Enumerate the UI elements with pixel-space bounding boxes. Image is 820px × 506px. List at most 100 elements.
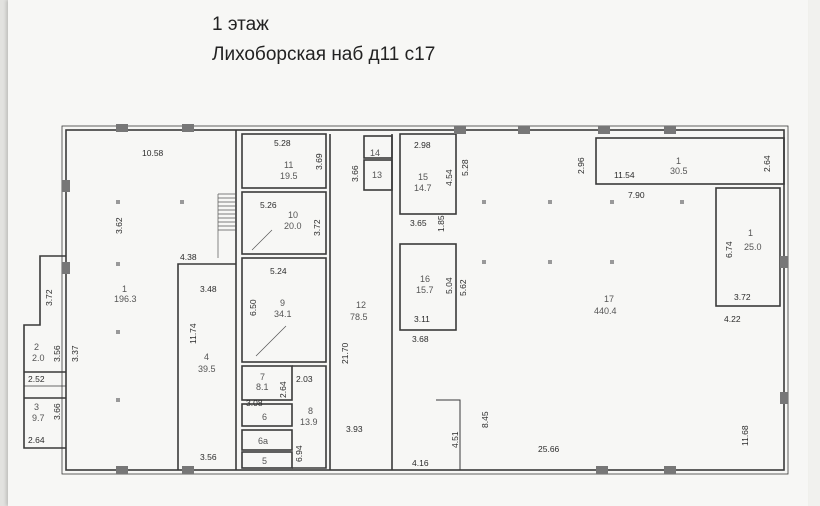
dim-label: 11.74 [188, 323, 198, 344]
room-area: 19.5 [280, 171, 298, 181]
room-number: 10 [288, 210, 298, 220]
room-area: 34.1 [274, 309, 292, 319]
room-number: 1 [122, 284, 127, 294]
dimensions: 10.58 3.62 4.38 3.48 11.74 3.72 3.56 2.5… [28, 138, 772, 468]
dim-label: 3.08 [246, 398, 263, 408]
wall-room-10 [241, 191, 327, 255]
wall-room-1b [595, 137, 785, 185]
dim-label: 4.16 [412, 458, 429, 468]
wall-room-5 [241, 451, 293, 469]
wall-room-11 [241, 133, 327, 189]
scan-margin [0, 0, 10, 506]
room-area: 15.7 [416, 285, 434, 295]
room-number: 8 [308, 406, 313, 416]
room-area: 25.0 [744, 242, 762, 252]
dim-label: 6.50 [248, 299, 258, 316]
room-number: 5 [262, 456, 267, 466]
dim-label: 3.72 [44, 289, 54, 306]
dim-label: 6.94 [294, 445, 304, 462]
wall-r4 [177, 263, 236, 470]
room-number: 6 [262, 412, 267, 422]
dim-label: 2.64 [278, 381, 288, 398]
dim-label: 3.66 [52, 403, 62, 420]
room-number: 6а [258, 436, 268, 446]
dim-label: 2.64 [28, 435, 45, 445]
room-number: 9 [280, 298, 285, 308]
dim-label: 3.11 [414, 314, 430, 324]
floor-title: 1 этаж [212, 14, 269, 35]
dim-label: 21.70 [340, 342, 350, 364]
room-area: 78.5 [350, 312, 368, 322]
dim-label: 3.72 [734, 292, 751, 302]
dim-label: 5.28 [460, 159, 470, 176]
room-area: 13.9 [300, 417, 318, 427]
room-area: 440.4 [594, 306, 617, 316]
room-area: 39.5 [198, 364, 216, 374]
wall-room-1c [715, 187, 781, 307]
dim-label: 10.58 [142, 148, 164, 158]
room-number: 1 [748, 228, 753, 238]
wall-partition [436, 399, 461, 470]
room-number: 11 [284, 160, 293, 170]
room-labels: 1 196.3 2 2.0 3 9.7 4 39.5 5 6 6а 7 8.1 … [32, 148, 762, 466]
wall-room-9 [241, 257, 327, 363]
dim-label: 7.90 [628, 190, 645, 200]
floor-plan-sheet [8, 0, 808, 506]
columns [62, 124, 788, 474]
wall-room-7 [241, 365, 293, 401]
walls [23, 125, 789, 475]
left-annex-wall [23, 255, 66, 449]
room-area: 30.5 [670, 166, 688, 176]
dim-label: 4.51 [450, 431, 460, 448]
dim-label: 4.22 [724, 314, 741, 324]
room-area: 20.0 [284, 221, 302, 231]
outer-wall [65, 129, 785, 471]
room-number: 3 [34, 402, 39, 412]
address-title: Лихоборская наб д11 с17 [212, 44, 436, 65]
wall-room-6a [241, 429, 293, 451]
dim-label: 2.98 [414, 140, 431, 150]
dim-label: 2.96 [576, 157, 586, 174]
room-area: 8.1 [256, 382, 269, 392]
wall-room-6 [241, 403, 293, 427]
room-area: 196.3 [114, 294, 137, 304]
dim-label: 25.66 [538, 444, 560, 454]
dim-label: 3.48 [200, 284, 217, 294]
dim-label: 3.69 [314, 153, 324, 170]
dim-label: 3.66 [350, 165, 360, 182]
dim-label: 6.74 [724, 241, 734, 258]
dim-label: 3.56 [52, 345, 62, 362]
room-number: 1 [676, 156, 681, 166]
dim-label: 3.68 [412, 334, 429, 344]
room-area: 2.0 [32, 353, 45, 363]
stairs [217, 193, 287, 357]
dim-label: 5.28 [274, 138, 291, 148]
dim-label: 4.38 [180, 252, 197, 262]
dim-label: 5.26 [260, 200, 277, 210]
room-area: 14.7 [414, 183, 432, 193]
wall-room-16 [399, 243, 457, 331]
room-number: 15 [418, 172, 428, 182]
dim-label: 11.68 [740, 425, 750, 446]
interior-column-marks [116, 200, 684, 402]
dim-label: 3.62 [114, 217, 124, 234]
dim-label: 1.85 [436, 215, 446, 232]
dim-label: 11.54 [614, 170, 635, 180]
room-number: 4 [204, 352, 209, 362]
dim-label: 3.93 [346, 424, 363, 434]
dim-label: 2.64 [762, 155, 772, 172]
dim-label: 3.37 [70, 345, 80, 362]
room-number: 14 [370, 148, 380, 158]
dim-label: 8.45 [480, 411, 490, 428]
dim-label: 2.03 [296, 374, 313, 384]
dim-label: 3.65 [410, 218, 427, 228]
room-number: 12 [356, 300, 366, 310]
dim-label: 3.56 [200, 452, 217, 462]
wall-room-8 [292, 365, 327, 469]
room-number: 7 [260, 372, 265, 382]
room-number: 16 [420, 274, 430, 284]
wall-room-15 [399, 133, 457, 215]
room-area: 9.7 [32, 413, 45, 423]
wall-room-14 [363, 135, 393, 159]
